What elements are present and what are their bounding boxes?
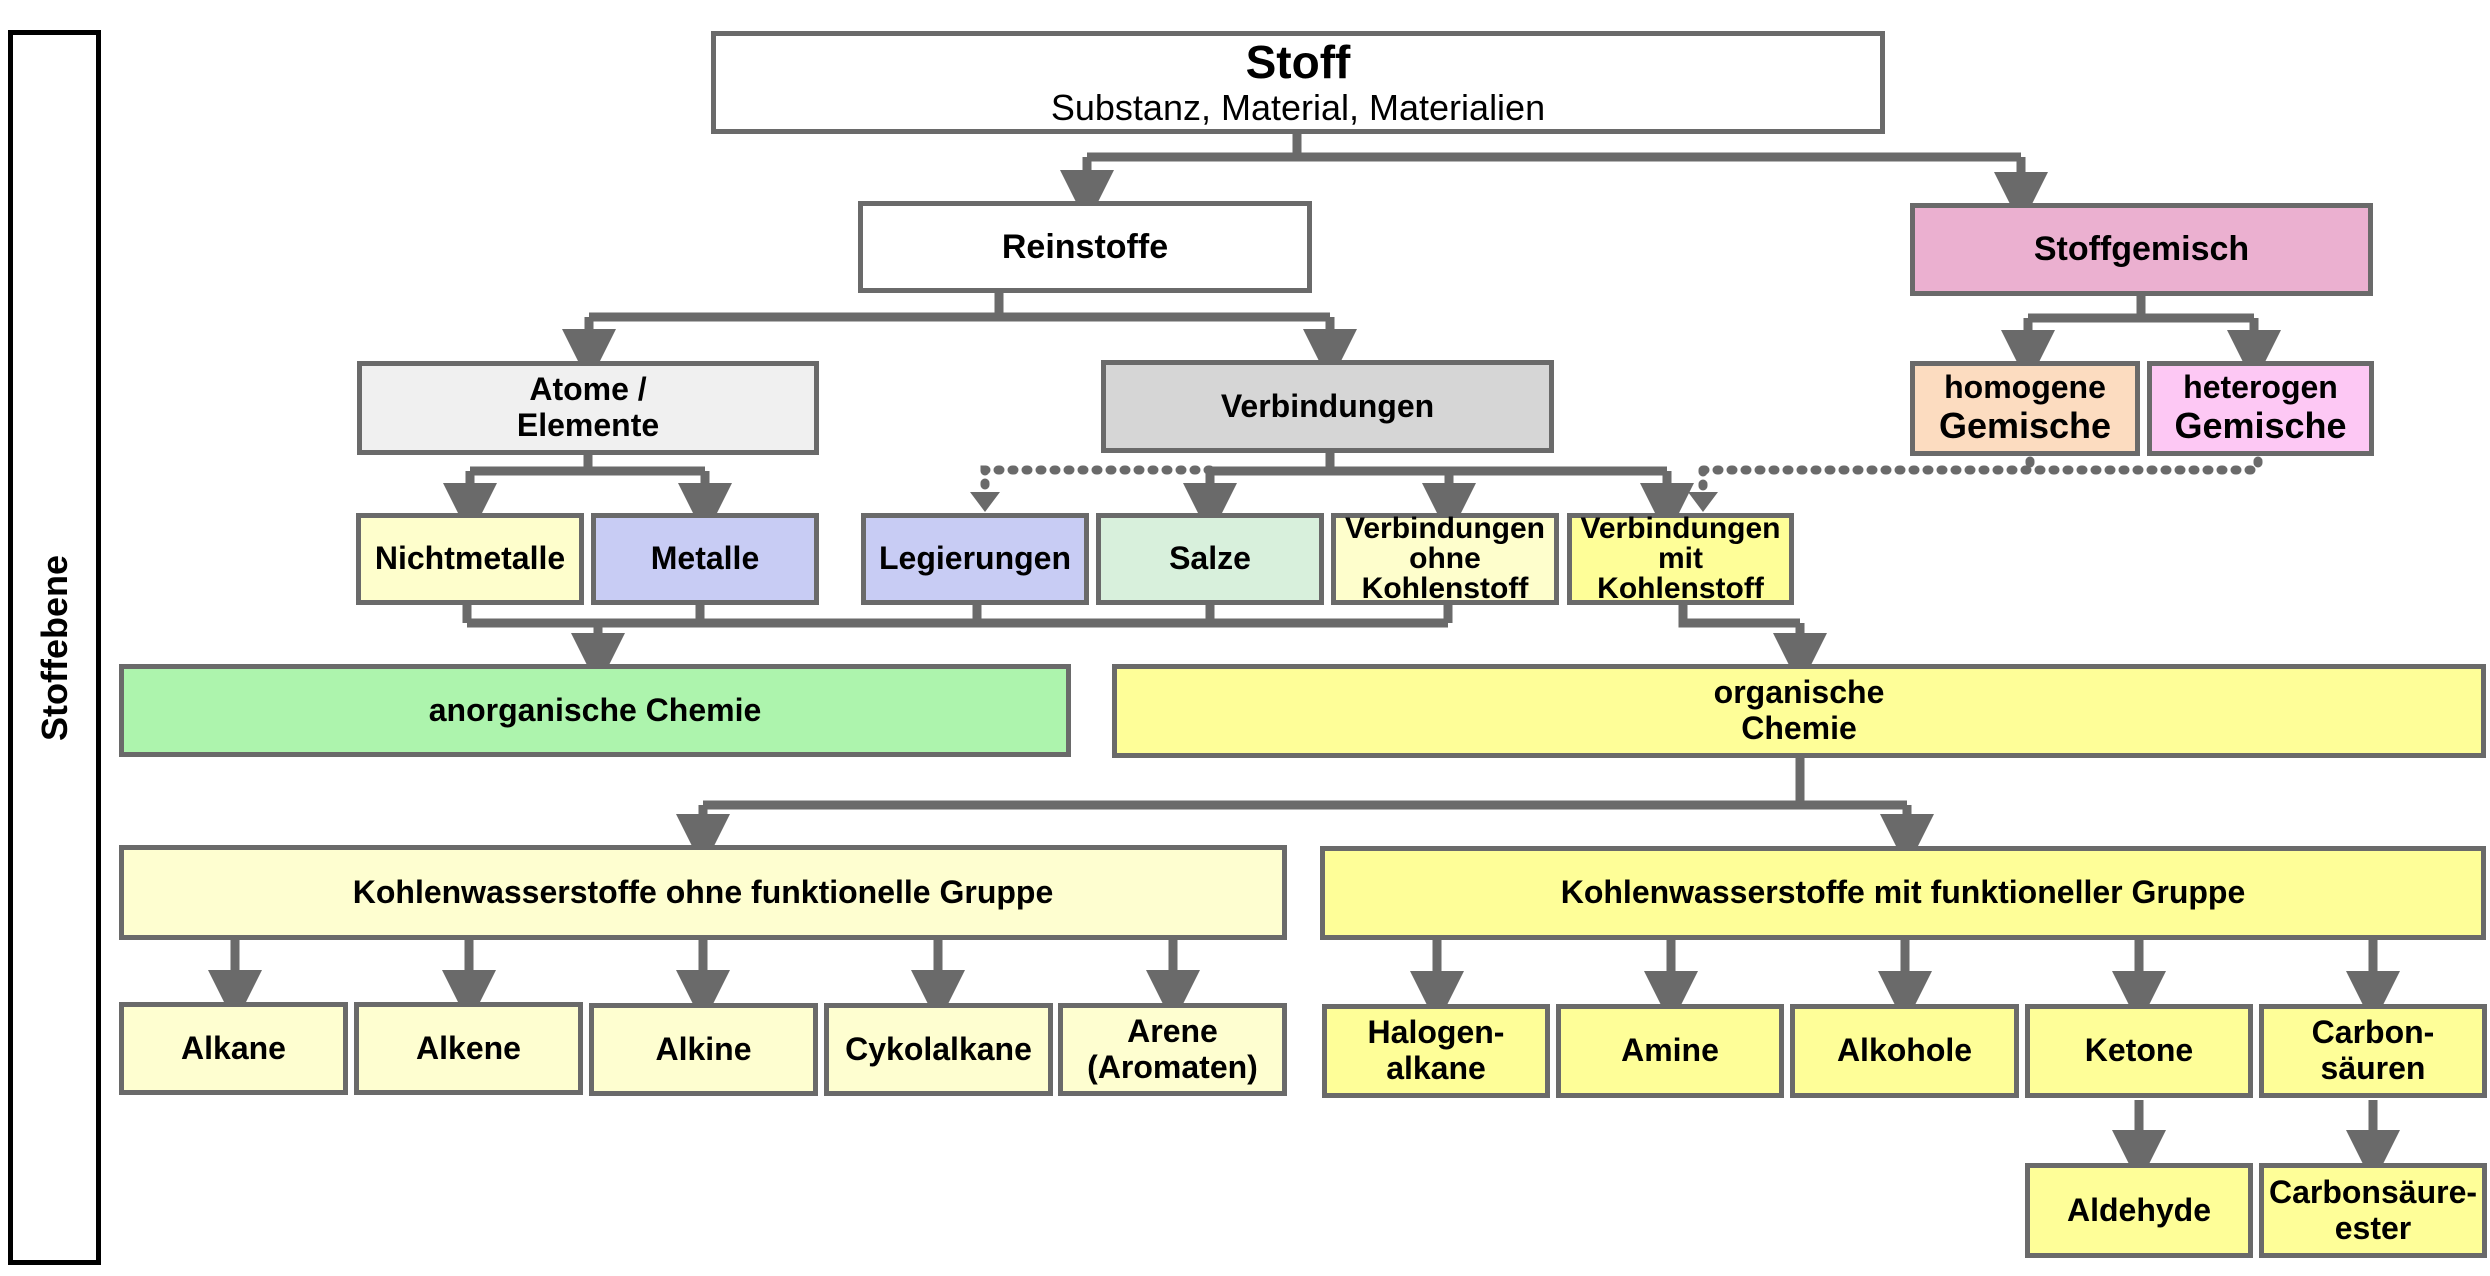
anorganisch-label: anorganische Chemie — [428, 691, 762, 728]
verb-ohne-line3: Kohlenstoff — [1361, 572, 1529, 605]
verb-ohne-line2: ohne — [1409, 542, 1481, 575]
homogene-line1: homogene — [1944, 369, 2106, 406]
reinstoffe-label: Reinstoffe — [1001, 227, 1169, 266]
stoffgemisch-box: Stoffgemisch — [1910, 203, 2373, 296]
verbindungen-ohne-kohlenstoff-box: Verbindungen ohne Kohlenstoff — [1331, 513, 1559, 605]
anorganische-chemie-box: anorganische Chemie — [119, 664, 1071, 757]
organisch-line1: organische — [1713, 674, 1885, 711]
organische-chemie-box: organische Chemie — [1112, 664, 2486, 758]
salze-box: Salze — [1096, 513, 1324, 605]
amine-label: Amine — [1621, 1032, 1719, 1069]
verbindungen-box: Verbindungen — [1101, 360, 1554, 453]
arene-line2: (Aromaten) — [1087, 1048, 1258, 1085]
kohlenwasserstoffe-ohne-box: Kohlenwasserstoffe ohne funktionelle Gru… — [119, 845, 1287, 940]
reinstoffe-box: Reinstoffe — [858, 201, 1312, 293]
atome-line1: Atome / — [529, 371, 647, 408]
cykolalkane-box: Cykolalkane — [824, 1003, 1053, 1096]
ketone-label: Ketone — [2084, 1032, 2194, 1069]
nichtmetalle-label: Nichtmetalle — [374, 540, 566, 577]
verb-mit-line2: mit — [1658, 542, 1703, 575]
stoffebene-sidebar: Stoffebene — [8, 30, 101, 1265]
carbonsaeuren-line2: säuren — [2320, 1050, 2426, 1086]
nichtmetalle-box: Nichtmetalle — [356, 513, 584, 605]
legierungen-label: Legierungen — [878, 540, 1071, 577]
amine-box: Amine — [1556, 1004, 1784, 1098]
alkane-label: Alkane — [181, 1029, 286, 1066]
aldehyde-label: Aldehyde — [2066, 1191, 2212, 1228]
ester-line1: Carbonsäure- — [2268, 1173, 2478, 1210]
ester-line2: ester — [2334, 1209, 2412, 1246]
alkohole-label: Alkohole — [1836, 1032, 1973, 1069]
stoff-box: Stoff Substanz, Material, Materialien — [711, 31, 1885, 134]
stoff-title: Stoff — [1245, 35, 1351, 88]
kw-ohne-label: Kohlenwasserstoffe ohne funktionelle Gru… — [352, 873, 1054, 910]
alkane-box: Alkane — [119, 1002, 348, 1095]
atome-line2: Elemente — [516, 407, 660, 443]
halogenalkane-line1: Halogen- — [1367, 1014, 1505, 1051]
halogenalkane-box: Halogen- alkane — [1322, 1004, 1550, 1098]
alkene-box: Alkene — [354, 1002, 583, 1095]
verb-mit-line3: Kohlenstoff — [1597, 572, 1764, 605]
heterogen-line1: heterogen — [2183, 369, 2338, 406]
alkine-label: Alkine — [655, 1030, 752, 1067]
organisch-line2: Chemie — [1741, 710, 1857, 746]
arene-line1: Arene — [1127, 1012, 1218, 1049]
salze-label: Salze — [1169, 540, 1251, 577]
verbindungen-label: Verbindungen — [1220, 387, 1435, 424]
carbonsaeuren-box: Carbon- säuren — [2259, 1004, 2487, 1098]
stoff-subtitle: Substanz, Material, Materialien — [1050, 87, 1546, 129]
ketone-box: Ketone — [2025, 1004, 2253, 1098]
carbonsaeureester-box: Carbonsäure- ester — [2259, 1163, 2487, 1258]
arene-box: Arene (Aromaten) — [1058, 1003, 1287, 1096]
atome-elemente-box: Atome / Elemente — [357, 361, 819, 455]
legierungen-box: Legierungen — [861, 513, 1089, 605]
cykolalkane-label: Cykolalkane — [845, 1030, 1032, 1067]
verb-ohne-line1: Verbindungen — [1344, 512, 1545, 545]
metalle-label: Metalle — [650, 540, 760, 577]
homogene-gemische-box: homogene Gemische — [1910, 361, 2140, 456]
metalle-box: Metalle — [591, 513, 819, 605]
stoffgemisch-label: Stoffgemisch — [2033, 230, 2250, 269]
alkene-label: Alkene — [416, 1029, 521, 1066]
alkine-box: Alkine — [589, 1003, 818, 1096]
kohlenwasserstoffe-mit-box: Kohlenwasserstoffe mit funktioneller Gru… — [1320, 846, 2486, 940]
halogenalkane-line2: alkane — [1386, 1050, 1486, 1086]
heterogen-gemische-box: heterogen Gemische — [2147, 361, 2374, 456]
alkohole-box: Alkohole — [1790, 1004, 2019, 1098]
verb-mit-line1: Verbindungen — [1580, 512, 1781, 545]
carbonsaeuren-line1: Carbon- — [2311, 1014, 2435, 1051]
homogene-line2: Gemische — [1938, 405, 2112, 447]
verbindungen-mit-kohlenstoff-box: Verbindungen mit Kohlenstoff — [1567, 513, 1794, 605]
heterogen-line2: Gemische — [2174, 405, 2347, 447]
aldehyde-box: Aldehyde — [2025, 1163, 2253, 1258]
kw-mit-label: Kohlenwasserstoffe mit funktioneller Gru… — [1560, 874, 2246, 911]
